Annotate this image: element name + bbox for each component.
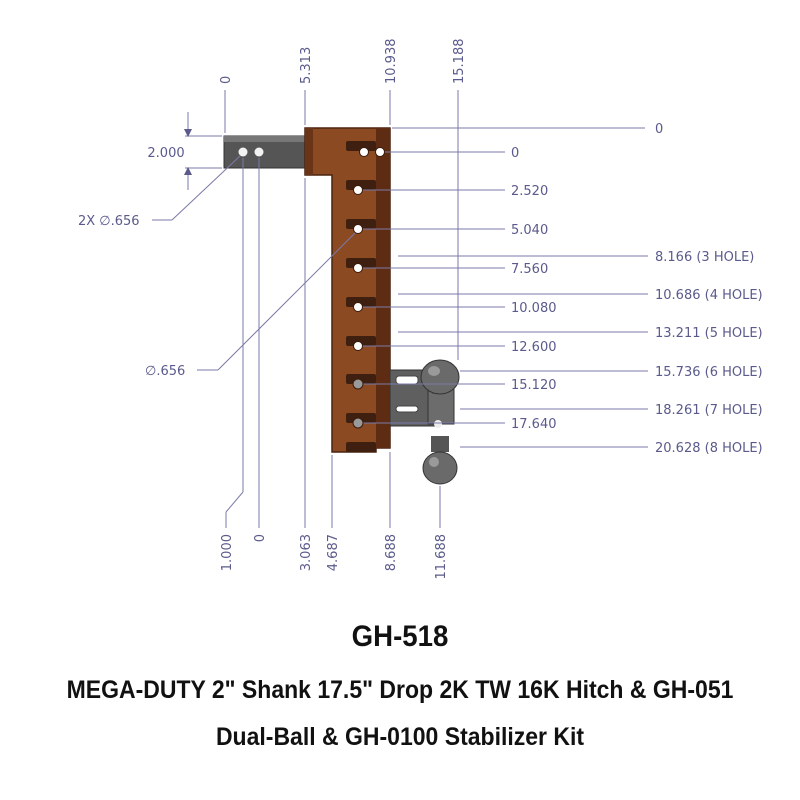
drop-hole xyxy=(353,224,363,234)
body-slot xyxy=(346,297,376,307)
top-dim-1: 5.313 xyxy=(299,47,314,84)
body-slot xyxy=(346,442,376,452)
dual-ball-mount xyxy=(389,359,460,485)
bottom-dim-3: 4.687 xyxy=(326,534,341,571)
ball-dim-0: 0 xyxy=(655,122,663,137)
shank-hole xyxy=(238,147,248,157)
drop-hole xyxy=(352,417,364,429)
drop-hole xyxy=(353,302,363,312)
product-model: GH-518 xyxy=(351,620,449,653)
drop-hole xyxy=(375,147,385,157)
lower-hitch-ball xyxy=(422,451,458,485)
top-dim-0: 0 xyxy=(219,76,234,84)
upper-hitch-ball xyxy=(420,359,460,395)
body-slot xyxy=(346,180,376,190)
body-slot xyxy=(346,219,376,229)
drop-hole xyxy=(353,185,363,195)
ball-dim-1: 8.166 (3 HOLE) xyxy=(655,250,754,265)
shank-hole xyxy=(254,147,264,157)
drop-dim-5: 12.600 xyxy=(511,340,557,355)
dimension-labels: 0 5.313 10.938 15.188 1.000 0 3.063 4.68… xyxy=(78,39,763,580)
ball-dim-4: 15.736 (6 HOLE) xyxy=(655,365,763,380)
drop-hole xyxy=(359,147,369,157)
ball-dim-6: 20.628 (8 HOLE) xyxy=(655,441,763,456)
drop-hole xyxy=(353,341,363,351)
technical-drawing: 0 5.313 10.938 15.188 1.000 0 3.063 4.68… xyxy=(78,39,763,580)
drop-dim-0: 0 xyxy=(511,146,519,161)
bottom-dim-2: 3.063 xyxy=(299,534,314,571)
drop-hole xyxy=(352,378,364,390)
drop-dim-7: 17.640 xyxy=(511,417,557,432)
hitch-illustration xyxy=(223,127,460,485)
drop-dim-1: 2.520 xyxy=(511,184,548,199)
drop-hole xyxy=(353,263,363,273)
bottom-dim-4: 8.688 xyxy=(384,534,399,571)
product-title-line-2: Dual-Ball & GH-0100 Stabilizer Kit xyxy=(215,723,585,751)
bottom-dim-0: 1.000 xyxy=(220,534,235,571)
shank-holes-dim: 2X ∅.656 xyxy=(78,214,140,229)
dimension-lines xyxy=(152,90,648,528)
bottom-dim-1: 0 xyxy=(253,534,268,542)
ball-dim-2: 10.686 (4 HOLE) xyxy=(655,288,763,303)
ball-dim-3: 13.211 (5 HOLE) xyxy=(655,326,763,341)
product-title-line-1: MEGA-DUTY 2" Shank 17.5" Drop 2K TW 16K … xyxy=(66,676,734,704)
body-slot xyxy=(346,258,376,268)
shank-height-dim: 2.000 xyxy=(147,146,184,161)
drop-dim-3: 7.560 xyxy=(511,262,548,277)
ball-dim-5: 18.261 (7 HOLE) xyxy=(655,403,763,418)
hole-diameter-dim: ∅.656 xyxy=(145,364,185,379)
bottom-dim-5: 11.688 xyxy=(434,534,449,580)
hitch-holes xyxy=(352,147,385,429)
drop-dim-4: 10.080 xyxy=(511,301,557,316)
top-dim-3: 15.188 xyxy=(452,39,467,85)
top-dim-2: 10.938 xyxy=(384,39,399,85)
drop-dim-2: 5.040 xyxy=(511,223,548,238)
body-slot xyxy=(346,141,376,151)
drop-dim-6: 15.120 xyxy=(511,378,557,393)
body-slot xyxy=(346,336,376,346)
